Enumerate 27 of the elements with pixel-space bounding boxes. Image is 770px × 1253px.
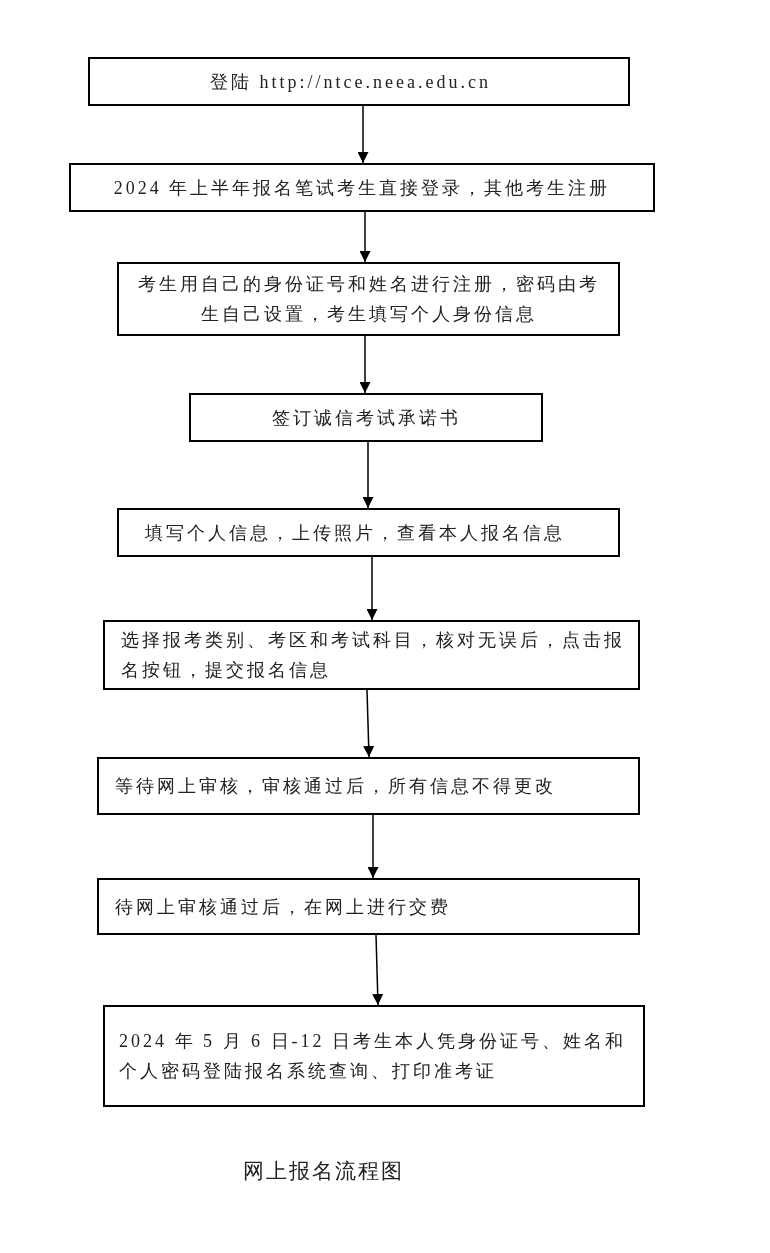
process-box <box>103 1005 645 1107</box>
step-text: 2024 年 5 月 6 日-12 日考生本人凭身份证号、姓名和个人密码登陆报名系统查询、打印准考证 <box>119 1030 627 1083</box>
step-text: 填写个人信息，上传照片，查看本人报名信息 <box>145 521 565 545</box>
arrow <box>372 934 384 1006</box>
step-text: 2024 年上半年报名笔试考生直接登录，其他考生注册 <box>113 176 611 200</box>
caption: 网上报名流程图 <box>243 1158 404 1185</box>
process-box <box>69 163 655 212</box>
step-text: 等待网上审核，审核通过后，所有信息不得更改 <box>115 775 556 798</box>
step-text: 待网上审核通过后，在网上进行交费 <box>115 895 451 919</box>
process-box <box>189 393 543 442</box>
process-box <box>97 757 640 815</box>
step-text: 考生用自己的身份证号和姓名进行注册，密码由考生自己设置，考生填写个人身份信息 <box>136 273 601 326</box>
process-box <box>117 262 620 336</box>
arrow <box>367 814 379 879</box>
arrow <box>363 689 375 758</box>
process-box <box>103 620 640 690</box>
process-box <box>117 508 620 557</box>
step-text: 登陆 http://ntce.neea.edu.cn <box>210 70 491 94</box>
arrow <box>359 211 371 263</box>
arrow <box>357 105 369 164</box>
process-box <box>88 57 630 106</box>
arrow <box>366 556 378 621</box>
step-text: 签订诚信考试承诺书 <box>271 406 461 430</box>
arrow <box>359 335 371 394</box>
step-text: 选择报考类别、考区和考试科目，核对无误后，点击报名按钮，提交报名信息 <box>121 629 626 682</box>
process-box <box>97 878 640 935</box>
arrow <box>362 441 374 509</box>
